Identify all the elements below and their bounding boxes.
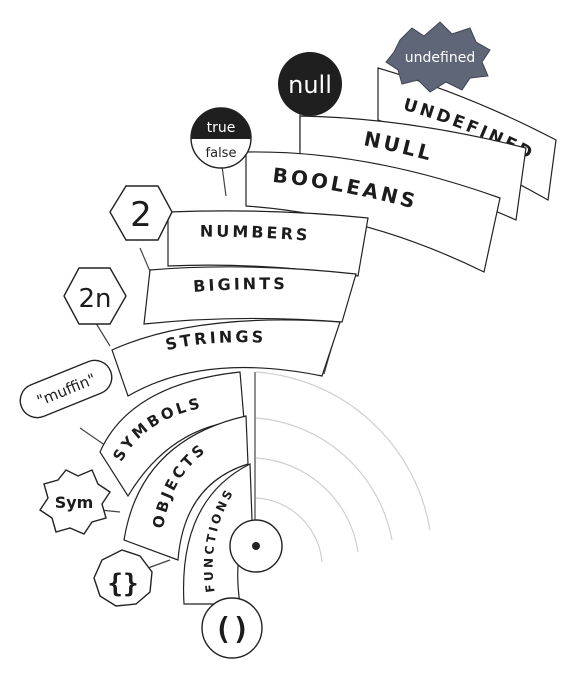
band-strings: STRINGS — [111, 319, 341, 397]
band-numbers: NUMBERS — [167, 210, 369, 277]
faint-rings — [255, 371, 431, 563]
band-bigints-label: BIGINTS — [193, 274, 288, 296]
band-bigints: BIGINTS — [143, 266, 357, 325]
symbol-badge: Sym — [39, 469, 111, 535]
band-booleans: BOOLEANS — [245, 151, 501, 273]
bigint-badge-text: 2n — [78, 284, 111, 314]
null-badge-text: null — [288, 71, 332, 99]
boolean-badge: true false — [190, 107, 252, 169]
object-badge: {} — [93, 549, 153, 607]
symbol-badge-text: Sym — [55, 493, 94, 512]
bigint-badge: 2n — [63, 267, 127, 325]
object-badge-text: {} — [107, 569, 138, 599]
string-badge: "muffin" — [19, 359, 113, 419]
bool-false-text: false — [206, 146, 237, 161]
undefined-badge: undefined — [385, 21, 491, 93]
band-functions: FUNCTIONS — [182, 463, 253, 605]
center-knob — [229, 519, 283, 573]
number-badge: 2 — [109, 185, 173, 241]
undefined-badge-text: undefined — [405, 50, 475, 66]
bool-true-text: true — [207, 120, 236, 136]
number-badge-text: 2 — [130, 195, 152, 235]
null-badge: null — [278, 52, 342, 116]
function-badge-text: () — [214, 612, 250, 647]
function-badge: () — [201, 597, 263, 659]
